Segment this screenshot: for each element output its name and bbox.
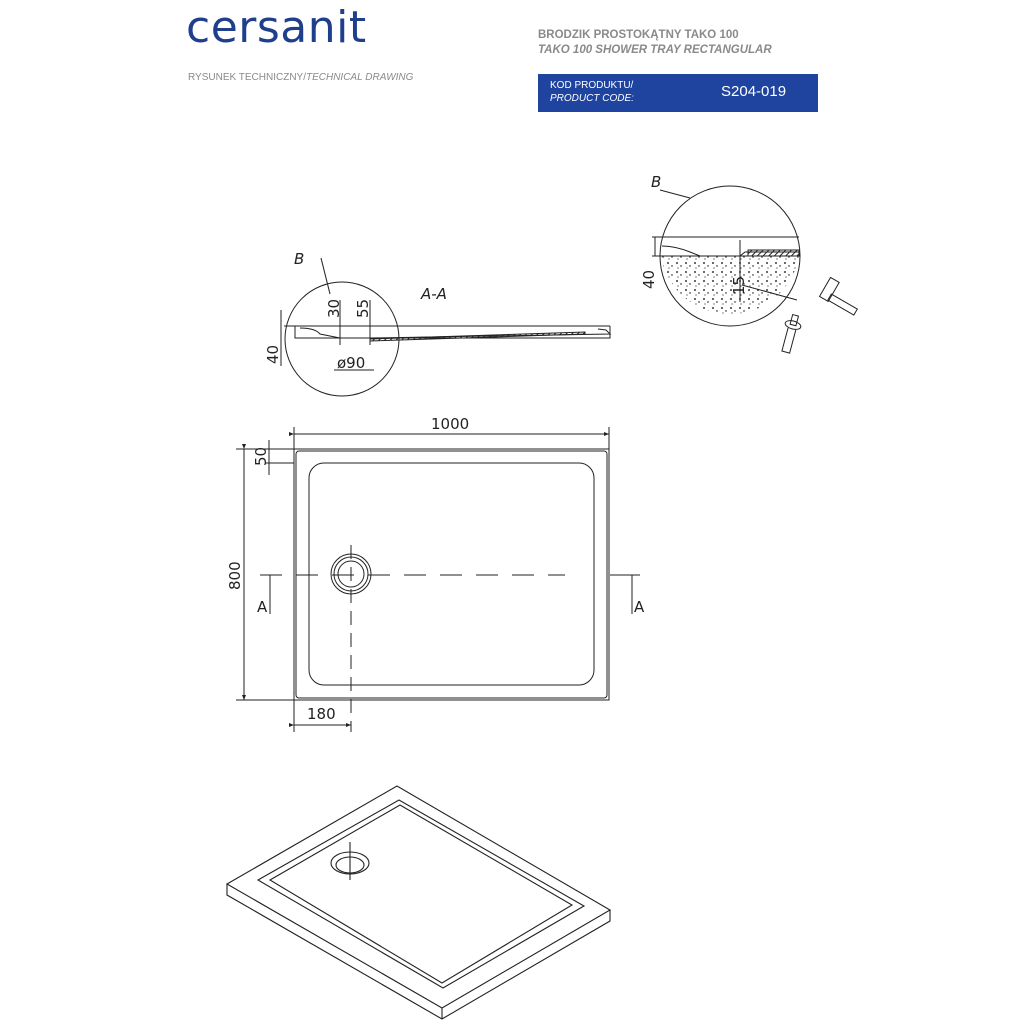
plan-view (236, 427, 640, 732)
section-view (280, 257, 612, 397)
code-label-pl: KOD PRODUKTU/ (550, 80, 634, 91)
product-title-en: TAKO 100 SHOWER TRAY RECTANGULAR (538, 44, 772, 56)
section-title: A-A (420, 285, 447, 303)
plan-dim-drain-offset: 180 (307, 705, 336, 723)
detail-view (652, 185, 858, 354)
detail-label: B (651, 173, 661, 191)
section-dim-30: 30 (325, 299, 343, 318)
drawing-type: RYSUNEK TECHNICZNY/TECHNICAL DRAWING (188, 72, 413, 83)
detail-dim-15: 15 (730, 276, 748, 295)
section-marker-left: A (257, 598, 268, 616)
iso-view (225, 785, 612, 1020)
product-title-pl: BRODZIK PROSTOKĄTNY TAKO 100 (538, 29, 739, 41)
section-detail-label: B (294, 250, 304, 268)
section-dim-55: 55 (354, 299, 372, 318)
drawing-type-en: TECHNICAL DRAWING (305, 72, 414, 83)
detail-dim-40: 40 (640, 270, 658, 289)
plan-dim-depth: 800 (226, 561, 244, 590)
product-code: S204-019 (721, 83, 787, 100)
plan-dim-width: 1000 (431, 415, 469, 433)
section-marker-right: A (634, 598, 645, 616)
product-code-box: KOD PRODUKTU/ PRODUCT CODE: S204-019 (538, 74, 818, 112)
code-label-en: PRODUCT CODE: (550, 93, 634, 104)
plan-dim-rim: 50 (252, 447, 270, 466)
drawing-type-pl: RYSUNEK TECHNICZNY/ (188, 72, 306, 83)
section-dim-diameter: ø90 (337, 354, 365, 372)
section-dim-40: 40 (264, 345, 282, 364)
brand-logo: cersanit (186, 2, 367, 53)
